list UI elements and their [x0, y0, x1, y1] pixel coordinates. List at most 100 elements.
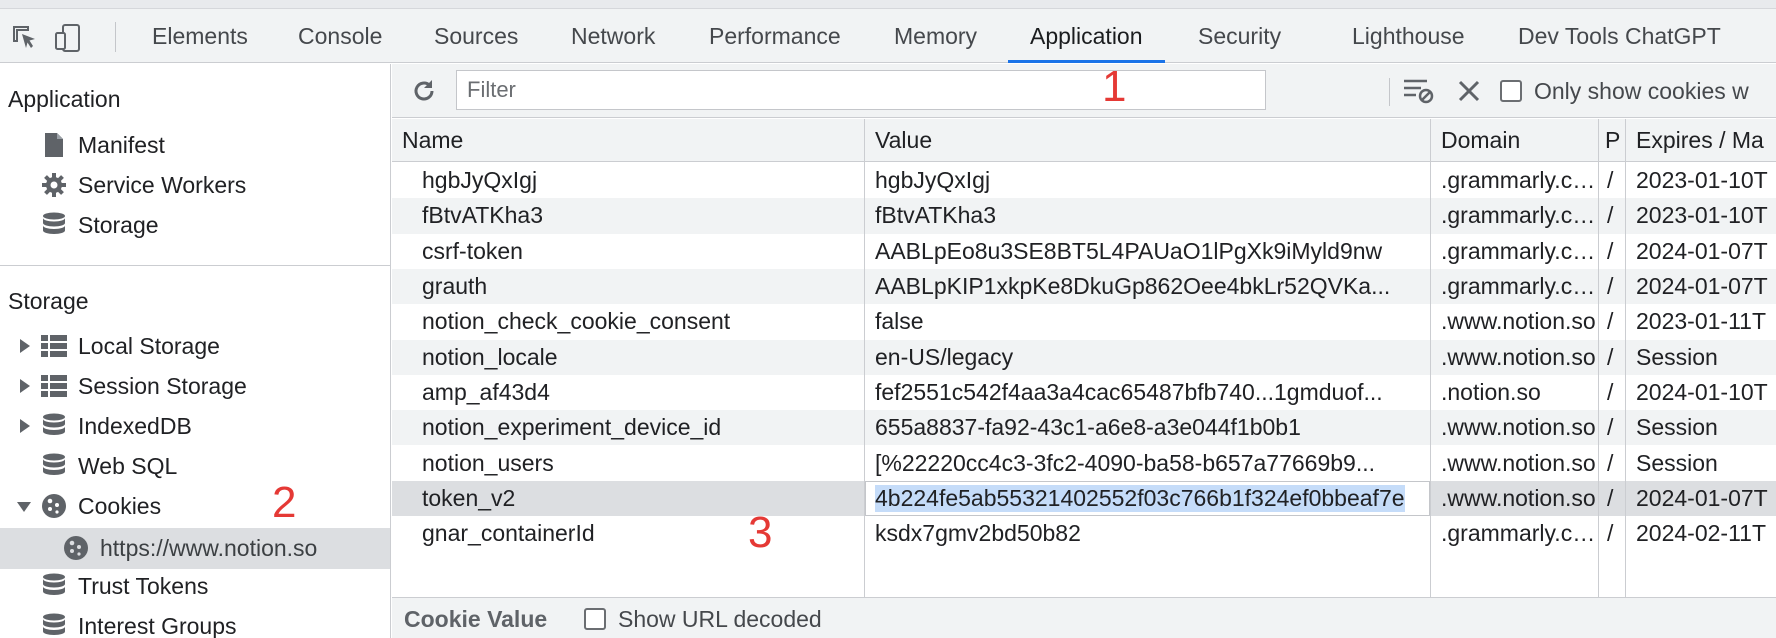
cell-domain[interactable]: .grammarly.com: [1441, 167, 1598, 194]
cell-path[interactable]: /: [1607, 414, 1614, 441]
cell-name[interactable]: notion_check_cookie_consent: [422, 308, 731, 335]
sidebar-item-interest-groups[interactable]: Interest Groups: [40, 606, 237, 638]
cell-expires[interactable]: 2024-01-07T: [1636, 273, 1768, 300]
cell-name[interactable]: amp_af43d4: [422, 378, 550, 405]
tab-security[interactable]: Security: [1198, 22, 1282, 49]
column-header-value[interactable]: Value: [875, 127, 933, 153]
table-row[interactable]: notion_check_cookie_consent false .www.not…: [392, 304, 1776, 339]
device-toolbar-icon[interactable]: [52, 22, 84, 54]
table-row[interactable]: hgbJyQxIgj hgbJyQxIgj .grammarly.com / 2023-…: [392, 163, 1776, 198]
expand-triangle-icon[interactable]: [19, 339, 31, 353]
cell-value[interactable]: fBtvATKha3: [875, 202, 997, 229]
tab-memory[interactable]: Memory: [894, 22, 978, 49]
tab-sources[interactable]: Sources: [434, 22, 519, 49]
tab-application[interactable]: Application: [1008, 9, 1164, 63]
cell-path[interactable]: /: [1607, 343, 1614, 370]
cell-value[interactable]: hgbJyQxIgj: [875, 167, 991, 194]
cell-domain[interactable]: .www.notion.so: [1441, 414, 1596, 441]
cell-expires[interactable]: 2023-01-11T: [1636, 308, 1766, 335]
sidebar-item-cookie-origin[interactable]: https://www.notion.so: [62, 528, 317, 568]
column-divider[interactable]: [1430, 119, 1431, 597]
cell-domain[interactable]: .www.notion.so: [1441, 343, 1596, 370]
cell-domain[interactable]: .grammarly.com: [1441, 237, 1598, 264]
cell-domain[interactable]: .grammarly.com: [1441, 520, 1598, 547]
cell-name[interactable]: fBtvATKha3: [422, 202, 544, 229]
tab-console[interactable]: Console: [298, 22, 383, 49]
sidebar-item-service-workers[interactable]: Service Workers: [40, 165, 246, 205]
cell-name[interactable]: notion_users: [422, 449, 554, 476]
sidebar-item-session-storage[interactable]: Session Storage: [40, 366, 247, 406]
cell-name[interactable]: gnar_containerId: [422, 520, 595, 547]
column-divider[interactable]: [864, 119, 865, 597]
cell-expires[interactable]: 2024-01-07T: [1636, 484, 1768, 511]
column-divider[interactable]: [1598, 119, 1599, 597]
cell-domain[interactable]: .www.notion.so: [1441, 484, 1596, 511]
table-row[interactable]: notion_experiment_device_id 655a8837-fa92…: [392, 410, 1776, 446]
cell-path[interactable]: /: [1607, 520, 1614, 547]
cell-name[interactable]: grauth: [422, 273, 488, 300]
cell-value[interactable]: 4b224fe5ab55321402552f03c766b1f324ef0bbe…: [865, 480, 1430, 516]
cell-expires[interactable]: 2024-01-07T: [1636, 237, 1768, 264]
tab-network[interactable]: Network: [571, 22, 656, 49]
close-icon[interactable]: [1454, 76, 1484, 106]
cell-value[interactable]: 655a8837-fa92-43c1-a6e8-a3e044f1b0b1: [875, 414, 1301, 441]
filter-input[interactable]: [456, 70, 1266, 110]
cell-domain[interactable]: .grammarly.com: [1441, 273, 1598, 300]
cell-domain[interactable]: .www.notion.so: [1441, 308, 1596, 335]
cell-name[interactable]: token_v2: [422, 484, 516, 511]
column-header-expires[interactable]: Expires / Ma: [1636, 127, 1764, 153]
show-url-decoded-checkbox[interactable]: Show URL decoded: [584, 605, 822, 633]
cell-expires[interactable]: 2023-01-10T: [1636, 202, 1768, 229]
cell-name[interactable]: csrf-token: [422, 237, 523, 264]
expand-triangle-icon[interactable]: [19, 419, 31, 433]
checkbox[interactable]: [1500, 80, 1522, 102]
sidebar-item-indexeddb[interactable]: IndexedDB: [40, 406, 192, 446]
column-header-domain[interactable]: Domain: [1441, 127, 1521, 153]
tab-performance[interactable]: Performance: [709, 22, 841, 49]
cell-value[interactable]: AABLpEo8u3SE8BT5L4PAUaO1lPgXk9iMyld9nw: [875, 237, 1383, 264]
column-divider[interactable]: [1625, 119, 1626, 597]
cell-value[interactable]: false: [875, 308, 924, 335]
cell-path[interactable]: /: [1607, 378, 1614, 405]
cell-name[interactable]: notion_experiment_device_id: [422, 414, 722, 441]
sidebar-item-manifest[interactable]: Manifest: [40, 125, 165, 165]
cell-value[interactable]: ksdx7gmv2bd50b82: [875, 520, 1081, 547]
cell-path[interactable]: /: [1607, 202, 1614, 229]
only-show-cookies-checkbox[interactable]: Only show cookies w: [1500, 76, 1749, 106]
sidebar-item-trust-tokens[interactable]: Trust Tokens: [40, 566, 208, 606]
cell-path[interactable]: /: [1607, 237, 1614, 264]
cell-domain[interactable]: .notion.so: [1441, 378, 1541, 405]
cell-expires[interactable]: 2024-02-11T: [1636, 520, 1766, 547]
cell-path[interactable]: /: [1607, 449, 1614, 476]
table-row[interactable]: gnar_containerId ksdx7gmv2bd50b82 .grammar…: [392, 516, 1776, 551]
cell-expires[interactable]: 2023-01-10T: [1636, 167, 1768, 194]
cell-path[interactable]: /: [1607, 273, 1614, 300]
cell-value[interactable]: AABLpKIP1xkpKe8DkuGp862Oee4bkLr52QVKa...: [875, 273, 1391, 300]
cell-path[interactable]: /: [1607, 484, 1614, 511]
cell-name[interactable]: notion_locale: [422, 343, 558, 370]
cell-name[interactable]: hgbJyQxIgj: [422, 167, 538, 194]
clear-filtered-cookies-icon[interactable]: [1402, 74, 1436, 108]
cell-path[interactable]: /: [1607, 167, 1614, 194]
table-row[interactable]: token_v2 4b224fe5ab55321402552f03c766b1f3…: [392, 480, 1776, 516]
sidebar-item-local-storage[interactable]: Local Storage: [40, 326, 220, 366]
cell-domain[interactable]: .www.notion.so: [1441, 449, 1596, 476]
sidebar-item-storage-overview[interactable]: Storage: [40, 205, 159, 245]
table-row[interactable]: csrf-token AABLpEo8u3SE8BT5L4PAUaO1lPgXk9…: [392, 234, 1776, 269]
cell-expires[interactable]: Session: [1636, 449, 1718, 476]
cell-expires[interactable]: Session: [1636, 414, 1718, 441]
tab-dev-tools-chatgpt[interactable]: Dev Tools ChatGPT: [1518, 22, 1721, 49]
inspect-element-icon[interactable]: [9, 22, 41, 54]
column-header-path[interactable]: P: [1605, 127, 1621, 153]
refresh-icon[interactable]: [408, 75, 440, 107]
collapse-triangle-icon[interactable]: [17, 501, 31, 513]
checkbox[interactable]: [584, 608, 606, 630]
sidebar-item-web-sql[interactable]: Web SQL: [40, 446, 177, 486]
table-row[interactable]: notion_users[%22220cc4c3-3fc2-4090-ba58-…: [392, 445, 1776, 480]
expand-triangle-icon[interactable]: [19, 379, 31, 393]
cell-expires[interactable]: Session: [1636, 343, 1718, 370]
column-header-name[interactable]: Name: [402, 127, 464, 153]
